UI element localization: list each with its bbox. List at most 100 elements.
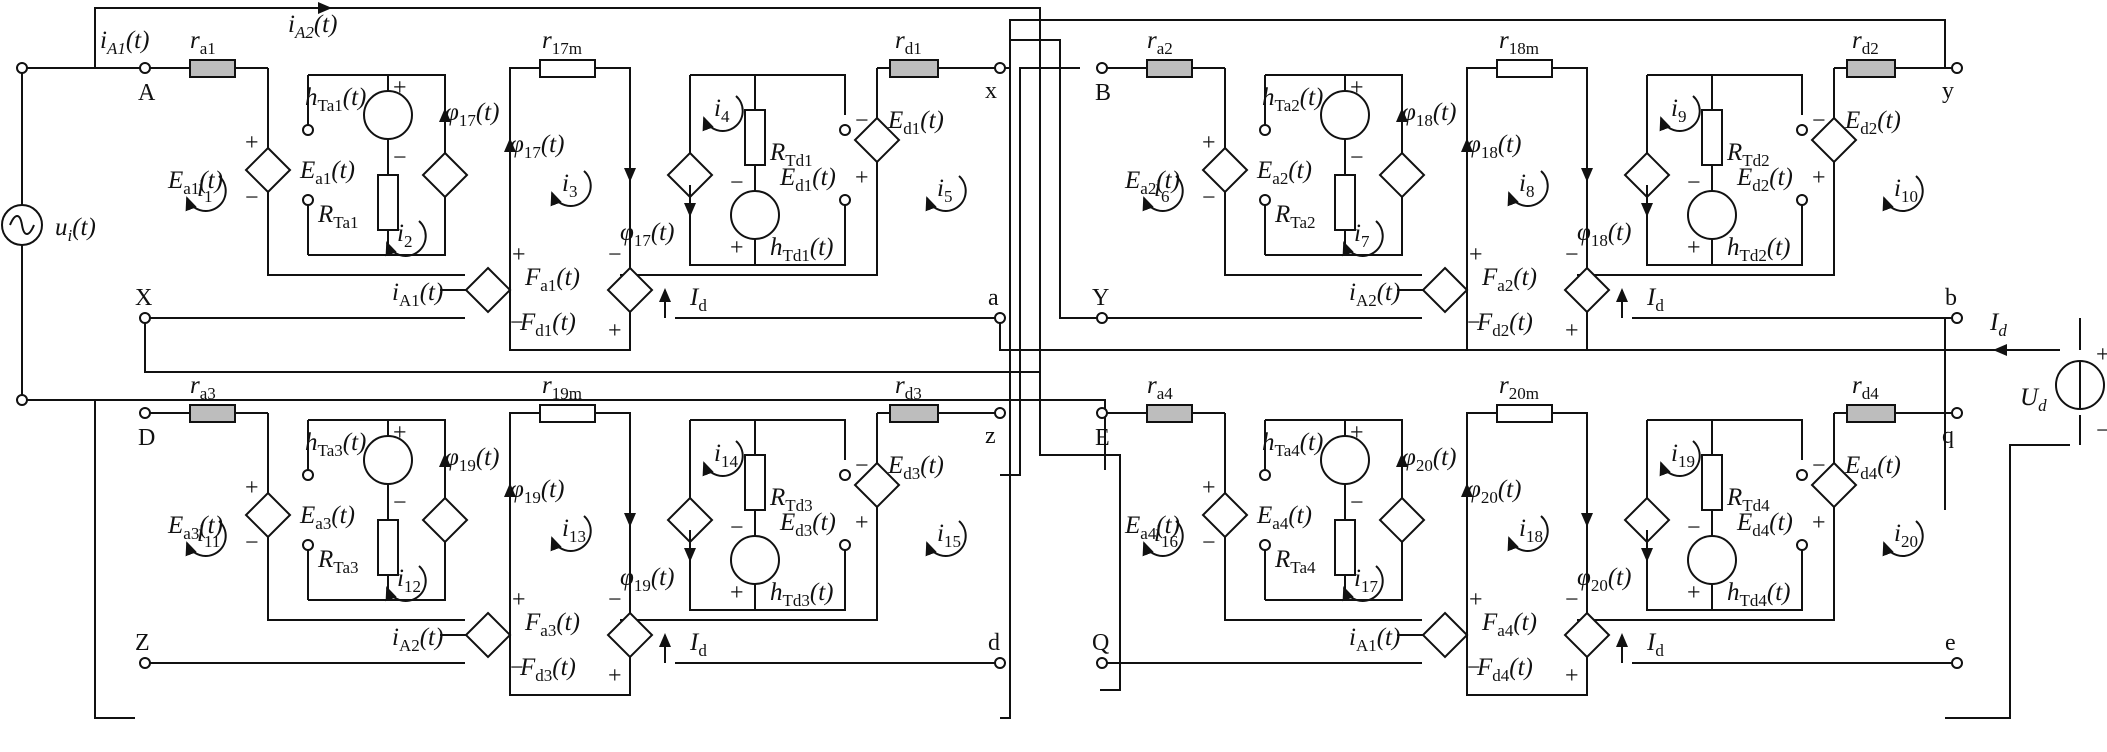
loop-current-15: i15 [937,520,961,551]
svg-text:+: + [2096,342,2107,368]
source-hTd [1687,535,1737,585]
label-phi: φ17(t) [445,99,499,130]
loop-current-12: i12 [397,565,421,596]
sign: + [730,580,744,606]
source-Fa [1421,266,1469,314]
source-Fd [606,266,654,314]
resistor-ra [1146,59,1193,78]
source-label: ui(t) [55,214,96,245]
loop-current-18-arrow [1507,515,1549,552]
loop-current-5-arrow [925,175,967,212]
label-Ed-terminal: Ed2(t) [1736,164,1793,195]
resistor-RTd [1701,109,1723,166]
terminal [302,539,314,551]
label-bottom-current: iA2(t) [392,624,443,655]
terminal [994,62,1006,74]
sign: − [245,185,259,211]
loop-current-20: i20 [1894,520,1918,551]
terminal [302,469,314,481]
node-bottom-left: Y [1092,285,1109,311]
label-phi-branch: φ17(t) [510,131,564,162]
resistor-rm [539,404,596,423]
label-rm: r19m [542,372,582,403]
node-in: D [138,425,155,451]
source-Ed [853,461,901,509]
sign: − [245,530,259,556]
node-in: A [138,80,156,106]
loop-current-10: i10 [1894,175,1918,206]
loop-current-16-arrow [1142,520,1184,557]
loop-current-14: i14 [714,440,738,471]
label-phi-right: φ18(t) [1577,219,1631,250]
label-phi: φ20(t) [1402,444,1456,475]
interconnect-wiring [16,7,2081,719]
source-hTa [1320,90,1370,140]
label-Fd: Fd1(t) [519,309,576,340]
label-bottom-current: iA1(t) [392,279,443,310]
terminal [1951,312,1963,324]
source-phi [1378,496,1426,544]
node-bottom-left: X [135,285,152,311]
label-Fa: Fa4(t) [1481,609,1537,640]
label-RTa: RTa1 [317,201,359,232]
terminal [1259,469,1271,481]
wire [509,67,631,351]
sign: + [1812,165,1826,191]
resistor-ra [189,404,236,423]
resistor-rm [1496,404,1553,423]
sign: − [510,655,524,681]
terminal [1951,657,1963,669]
label-phi-branch: φ18(t) [1467,131,1521,162]
label-rm: r18m [1499,27,1539,58]
node-out: x [985,78,997,104]
sign: − [855,453,869,479]
resistor-rd [889,59,939,78]
label-hTa: hTa1(t) [305,84,366,115]
loop-current-4: i4 [714,95,730,126]
sign: + [393,420,407,446]
label-phi: φ18(t) [1402,99,1456,130]
label-rd: rd4 [1852,372,1879,403]
sign: + [1565,318,1579,344]
source-hTd [730,535,780,585]
resistor-RTa [377,174,399,231]
sign: + [1687,580,1701,606]
wire [267,68,465,276]
resistor-rd [889,404,939,423]
sign: − [1350,490,1364,516]
dc-source: + − Ud Id [1989,309,2107,444]
label-Ed: Ed1(t) [887,107,944,138]
sign: + [1350,75,1364,101]
loop-current-8: i8 [1519,170,1534,201]
source-hTd [1687,190,1737,240]
label-Ed: Ed4(t) [1844,452,1901,483]
sign: − [1350,145,1364,171]
svg-text:−: − [2096,418,2107,444]
node-bottom-right: e [1945,630,1956,656]
sign: + [855,510,869,536]
label-phi-right: φ20(t) [1577,564,1631,595]
terminal [1951,407,1963,419]
loop-current-20-arrow [1882,520,1924,557]
label-Ed-terminal: Ed3(t) [779,509,836,540]
label-Ea: Ea3(t) [167,512,223,543]
sign: − [1467,655,1481,681]
loop-current-6: i6 [1154,175,1169,206]
loop-current-2: i2 [397,220,412,251]
loop-current-18: i18 [1519,515,1543,546]
terminal [1796,194,1808,206]
wire [1647,419,1803,460]
loop-current-3: i3 [562,170,577,201]
terminal [302,124,314,136]
label-Id: Id [1646,284,1664,315]
wire [1647,74,1803,115]
loop-current-7-arrow [1342,220,1384,257]
label-Id: Id [689,629,707,660]
sign: + [1565,663,1579,689]
node-bottom-right: d [988,630,1000,656]
label-phi-right: φ19(t) [620,564,674,595]
source-Ed [853,116,901,164]
loop-current-19: i19 [1671,440,1695,471]
